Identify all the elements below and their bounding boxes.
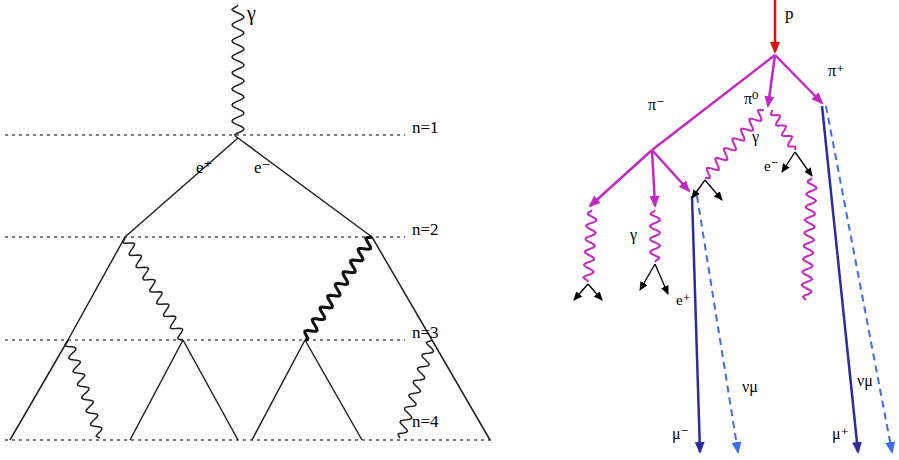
label: n=1: [412, 118, 439, 138]
pair-arrow: [795, 152, 812, 176]
label: νμ: [742, 378, 758, 396]
neutrino-track: [826, 106, 892, 452]
track: [432, 340, 490, 440]
label: νμ: [857, 372, 873, 390]
pion-track: [768, 55, 775, 106]
pair-arrow: [692, 180, 705, 198]
neutrino-track: [697, 196, 738, 452]
photon-wave: [705, 110, 764, 178]
pair-arrow: [705, 180, 722, 200]
photon-wave: [123, 237, 183, 340]
label: μ⁺: [832, 425, 849, 443]
label: e⁺: [196, 158, 213, 178]
photon-wave: [584, 210, 597, 282]
pion-tracks: [590, 55, 822, 206]
label: e⁻: [764, 158, 779, 175]
pair-arrow: [588, 284, 602, 300]
track: [252, 340, 305, 440]
label: π⁻: [648, 96, 665, 114]
label: π⁺: [828, 62, 845, 80]
level-line: [5, 339, 405, 340]
track: [183, 340, 238, 440]
lepton-tracks: [10, 138, 490, 440]
label: e⁺: [676, 292, 691, 309]
label: μ⁻: [672, 425, 689, 443]
level-line: [5, 439, 492, 440]
photon-wave: [771, 110, 796, 150]
track: [68, 237, 125, 340]
pion-track: [590, 150, 652, 206]
muon-tracks: [692, 106, 892, 452]
photon-wave: [650, 210, 660, 262]
proton-track: [774, 0, 777, 52]
pion-track: [775, 55, 822, 103]
pion-track: [652, 150, 689, 191]
label: p: [785, 4, 794, 24]
pair-arrow: [640, 264, 655, 290]
label: γ: [752, 128, 759, 146]
muon-track: [692, 196, 700, 452]
level-line: [5, 134, 405, 135]
pair-arrow: [574, 284, 588, 300]
label: e⁻: [254, 158, 271, 178]
track: [130, 340, 183, 440]
label: π⁰: [744, 90, 759, 108]
label: n=3: [412, 323, 439, 343]
photon-wave: [232, 5, 244, 138]
track: [125, 138, 238, 237]
photon-wave: [305, 237, 372, 340]
pair-arrows: [574, 152, 812, 300]
track: [238, 138, 372, 237]
track: [10, 340, 68, 440]
track: [305, 340, 362, 440]
label: n=4: [412, 412, 439, 432]
label: γ: [630, 226, 637, 244]
label: γ: [247, 2, 256, 25]
label: n=2: [412, 220, 439, 240]
pair-arrow: [782, 152, 795, 172]
pion-track: [652, 150, 655, 206]
muon-track: [822, 106, 858, 452]
photon-wave: [65, 340, 102, 438]
pair-arrow: [655, 264, 668, 294]
level-line: [5, 236, 405, 237]
pion-track: [652, 55, 775, 150]
photon-wave: [802, 178, 817, 300]
generation-lines: [5, 135, 492, 440]
